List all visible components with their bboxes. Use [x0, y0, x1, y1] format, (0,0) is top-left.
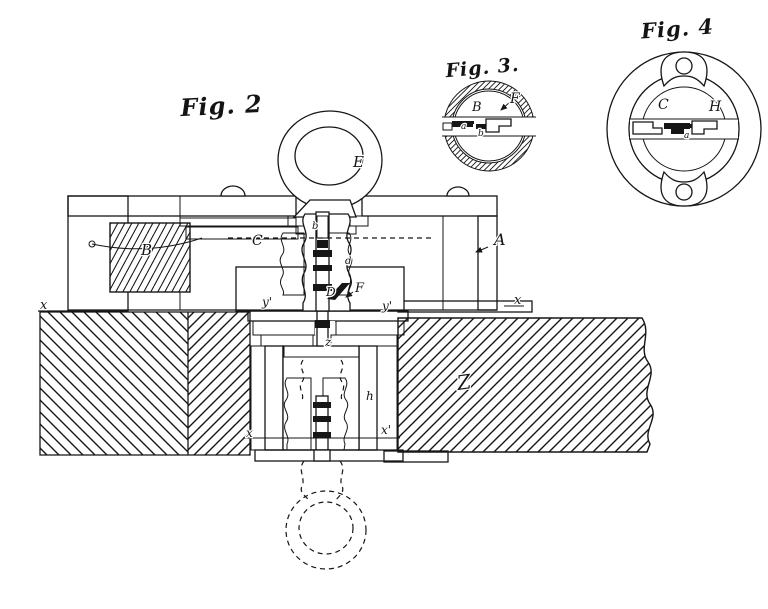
fig2-title: Fig. 2 — [179, 89, 264, 122]
label-section-x-left: x — [40, 298, 48, 313]
figure-labels: Fig. 2 Fig. 3. Fig. 4 E A B C b d D F x … — [39, 12, 724, 441]
label-ward-d: d — [345, 256, 351, 267]
label-key-bow-E: E — [352, 153, 364, 171]
label-block-B: B — [140, 241, 152, 259]
fig4-escutcheon-H: H — [708, 99, 722, 115]
label-case-A: A — [492, 230, 506, 249]
label-lower-x-right: x' — [381, 423, 391, 437]
fig4-escutcheon-face — [606, 51, 762, 207]
fig3-pointer-F: F — [509, 91, 521, 107]
fig4-plug-C: C — [658, 97, 669, 113]
fig3-disc-B: B — [471, 100, 482, 115]
leader-lines — [475, 246, 489, 253]
label-section-x-right: x — [514, 293, 522, 308]
label-box-y-right: y' — [381, 299, 392, 313]
label-bit-D: D — [325, 285, 336, 299]
fig3-small-a: a — [461, 122, 466, 132]
label-box-y-left: y' — [261, 295, 272, 309]
fig3-small-b: b — [478, 129, 484, 139]
label-ledge-C: C — [252, 233, 263, 249]
phantom-key-dashed — [285, 460, 367, 570]
fig4-title: Fig. 4 — [639, 14, 714, 44]
fig3-cylinder-section — [442, 80, 536, 172]
fig4-small-a: a — [684, 131, 689, 141]
fig2-lock-case — [67, 185, 498, 312]
fig3-title: Fig. 3. — [444, 54, 521, 82]
label-stem-b: b — [312, 221, 318, 232]
label-bit-pointer-F: F — [354, 281, 365, 296]
label-flange-z: z — [324, 335, 332, 349]
lower-escutcheon-mechanism — [243, 310, 409, 462]
label-lower-x-left: x — [246, 426, 253, 440]
fig2-key — [228, 110, 432, 312]
label-door-Z: Z — [454, 369, 473, 395]
key-bit-shape — [327, 283, 350, 300]
door-slab-section — [38, 300, 654, 463]
label-ward-h: h — [366, 389, 374, 403]
